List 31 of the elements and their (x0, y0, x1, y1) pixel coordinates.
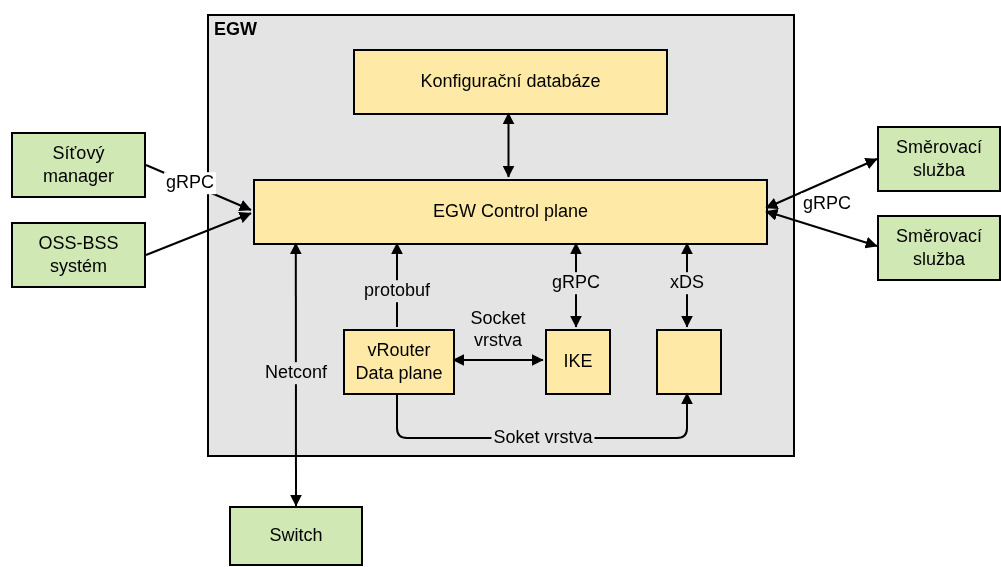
arrow (289, 242, 302, 507)
component-box (343, 329, 455, 395)
node-label: OSS-BSS systém (37, 231, 120, 278)
external-system-box (11, 132, 146, 198)
component-box (545, 329, 611, 395)
switch-box (229, 506, 363, 566)
arrow (765, 158, 878, 209)
node-label: Switch (268, 524, 324, 548)
control-plane-box (253, 179, 768, 245)
edge-label: gRPC (801, 193, 853, 215)
node-label: Směrovací služba (895, 135, 983, 182)
service-box (877, 126, 1001, 192)
arrow (765, 209, 878, 249)
edge-label: Netconf (263, 362, 329, 384)
arrow (452, 354, 544, 366)
node-label: IKE (562, 350, 594, 374)
arrow (145, 211, 252, 256)
node-label: Směrovací služba (895, 224, 983, 271)
edge-label: gRPC (550, 272, 602, 294)
group-title: EGW (214, 18, 257, 41)
arrow (502, 112, 515, 178)
database-box (353, 49, 668, 115)
node-label: EGW Control plane (431, 200, 590, 224)
external-system-box (11, 222, 146, 288)
node-label: Síťový manager (41, 141, 115, 188)
node-label: Konfigurační databáze (419, 70, 602, 94)
node-label: vRouter Data plane (354, 338, 444, 385)
service-box (877, 215, 1001, 281)
edge-label: xDS (668, 272, 706, 294)
edge-label: gRPC (164, 172, 216, 194)
component-box (656, 329, 722, 395)
